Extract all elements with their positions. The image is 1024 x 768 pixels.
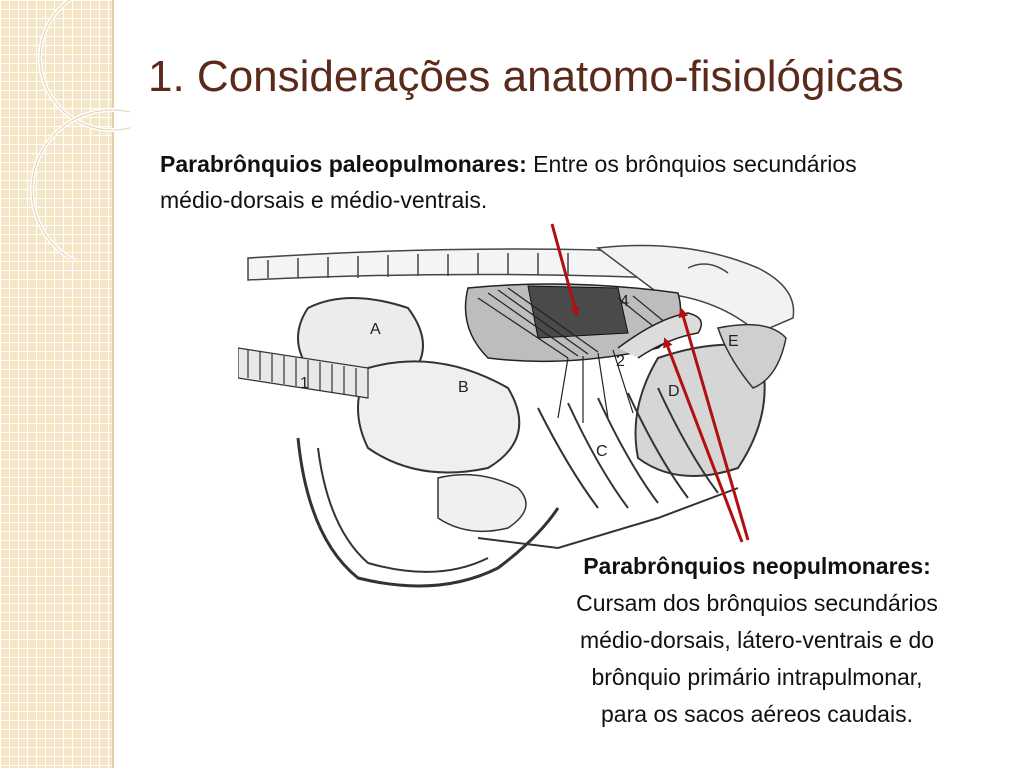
label-1: 1 <box>300 375 309 392</box>
decorative-circles <box>30 0 130 260</box>
neopulmonary-line-4: para os sacos aéreos caudais. <box>601 701 913 727</box>
neopulmonary-line-2: médio-dorsais, látero-ventrais e do <box>579 627 935 653</box>
label-d: D <box>668 383 680 400</box>
label-a: A <box>370 321 381 338</box>
paleopulmonary-heading: Parabrônquios paleopulmonares: <box>160 151 527 177</box>
paleopulmonary-text: Parabrônquios paleopulmonares: Entre os … <box>160 146 920 218</box>
slide-title: 1. Considerações anatomo-fisiológicas <box>148 52 904 101</box>
label-b: B <box>458 379 469 396</box>
neopulmonary-line-3: brônquio primário intrapulmonar, <box>591 664 923 690</box>
label-2: 2 <box>616 353 625 370</box>
paleopulmonary-description: Entre os brônquios secundários médio-dor… <box>160 151 857 213</box>
label-e: E <box>728 333 739 350</box>
label-c: C <box>596 443 608 460</box>
sidebar-divider <box>112 0 114 768</box>
label-4: 4 <box>620 293 629 310</box>
neopulmonary-text: Parabrônquios neopulmonares: Cursam dos … <box>522 548 992 733</box>
neopulmonary-line-1: Cursam dos brônquios secundários <box>576 590 938 616</box>
neopulmonary-heading: Parabrônquios neopulmonares: <box>583 553 931 579</box>
